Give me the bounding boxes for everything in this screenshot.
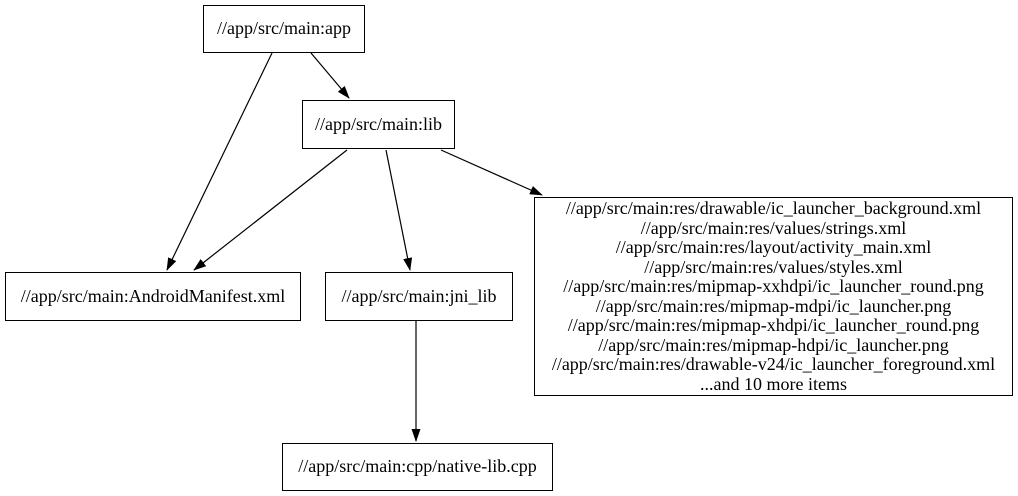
res-file-item: //app/src/main:res/drawable-v24/ic_launc… (551, 354, 996, 374)
res-more-items-label: ...and 10 more items (700, 373, 847, 394)
res-file-item: //app/src/main:res/layout/activity_main.… (615, 237, 932, 257)
node-android-manifest: //app/src/main:AndroidManifest.xml (5, 272, 301, 321)
edge-app-to-manifest (166, 52, 273, 271)
res-file-item: //app/src/main:res/mipmap-xhdpi/ic_launc… (567, 315, 980, 335)
edge-lib-to-manifest (193, 149, 348, 271)
res-file-item: //app/src/main:res/mipmap-hdpi/ic_launch… (598, 334, 949, 355)
res-file-item: //app/src/main:res/mipmap-xxhdpi/ic_laun… (563, 276, 984, 296)
edge-app-to-lib (310, 52, 350, 99)
edge-lib-to-res (440, 149, 543, 196)
node-jni-lib: //app/src/main:jni_lib (325, 272, 513, 321)
node-lib-label: //app/src/main:lib (315, 113, 442, 134)
res-file-item: //app/src/main:res/drawable/ic_launcher_… (565, 198, 982, 218)
res-file-item: //app/src/main:res/mipmap-mdpi/ic_launch… (595, 295, 952, 316)
edge-lib-to-jni-lib (385, 149, 413, 271)
node-native-lib-cpp-label: //app/src/main:cpp/native-lib.cpp (298, 456, 537, 477)
node-app-label: //app/src/main:app (217, 18, 351, 39)
res-file-item: //app/src/main:res/values/styles.xml (644, 256, 903, 277)
node-lib: //app/src/main:lib (302, 100, 455, 149)
node-android-manifest-label: //app/src/main:AndroidManifest.xml (20, 285, 286, 306)
node-app: //app/src/main:app (203, 5, 365, 53)
res-file-item: //app/src/main:res/values/strings.xml (640, 217, 907, 238)
node-native-lib-cpp: //app/src/main:cpp/native-lib.cpp (282, 443, 553, 491)
node-res-file-group: //app/src/main:res/drawable/ic_launcher_… (534, 197, 1013, 396)
node-jni-lib-label: //app/src/main:jni_lib (341, 285, 497, 306)
